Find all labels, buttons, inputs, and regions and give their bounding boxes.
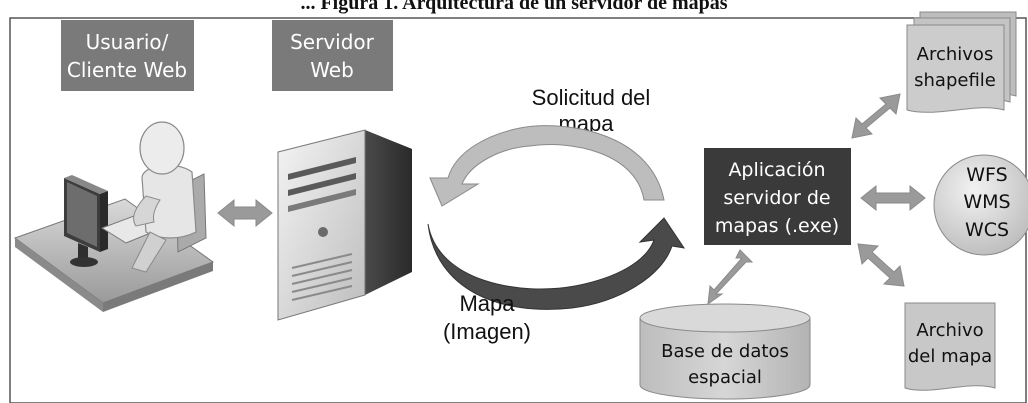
archivos-shapefile-line2: shapefile bbox=[914, 70, 996, 91]
client-server-arrow bbox=[217, 198, 273, 228]
web-services-sphere: WFS WMS WCS bbox=[933, 154, 1028, 256]
app-archivo-mapa-arrow bbox=[857, 243, 905, 287]
server-tower-icon bbox=[277, 129, 412, 321]
app-shapefile-arrow bbox=[851, 93, 901, 139]
servidor-label-line1: Servidor bbox=[290, 30, 375, 54]
request-cycle-arrow bbox=[429, 125, 665, 207]
archivo-mapa-line2: del mapa bbox=[908, 346, 992, 367]
mapa-label-line1: Mapa bbox=[459, 291, 515, 316]
base-datos-line2: espacial bbox=[688, 367, 762, 388]
mapa-label-line2: (Imagen) bbox=[443, 319, 531, 344]
aplicacion-servidor-box: Aplicación servidor de mapas (.exe) bbox=[704, 148, 851, 245]
services-line1: WFS bbox=[966, 164, 1007, 186]
services-line3: WCS bbox=[965, 219, 1009, 241]
usuario-label-line2: Cliente Web bbox=[67, 58, 187, 82]
response-cycle-arrow bbox=[427, 217, 686, 310]
base-datos-line1: Base de datos bbox=[661, 341, 789, 362]
archivo-mapa-line1: Archivo bbox=[916, 320, 983, 341]
solicitud-label-line1: Solicitud del bbox=[532, 85, 651, 110]
servidor-label-box: Servidor Web bbox=[272, 20, 393, 91]
aplicacion-label-line2: servidor de bbox=[723, 187, 830, 209]
archivos-shapefile-line1: Archivos bbox=[917, 44, 994, 65]
servidor-label-line2: Web bbox=[310, 58, 354, 82]
usuario-label-line1: Usuario/ bbox=[86, 30, 169, 54]
person-at-computer-icon bbox=[13, 121, 215, 312]
figure-caption: ... Figura 1. Arquitectura de un servido… bbox=[300, 0, 727, 14]
services-line2: WMS bbox=[963, 191, 1010, 213]
archivos-shapefile-icon: Archivos shapefile bbox=[906, 11, 1017, 113]
app-services-arrow bbox=[860, 184, 926, 212]
usuario-label-box: Usuario/ Cliente Web bbox=[61, 20, 194, 91]
aplicacion-label-line1: Aplicación bbox=[728, 159, 825, 181]
base-datos-cylinder: Base de datos espacial bbox=[639, 303, 811, 400]
aplicacion-label-line3: mapas (.exe) bbox=[715, 215, 839, 237]
archivo-mapa-icon: Archivo del mapa bbox=[904, 302, 996, 391]
